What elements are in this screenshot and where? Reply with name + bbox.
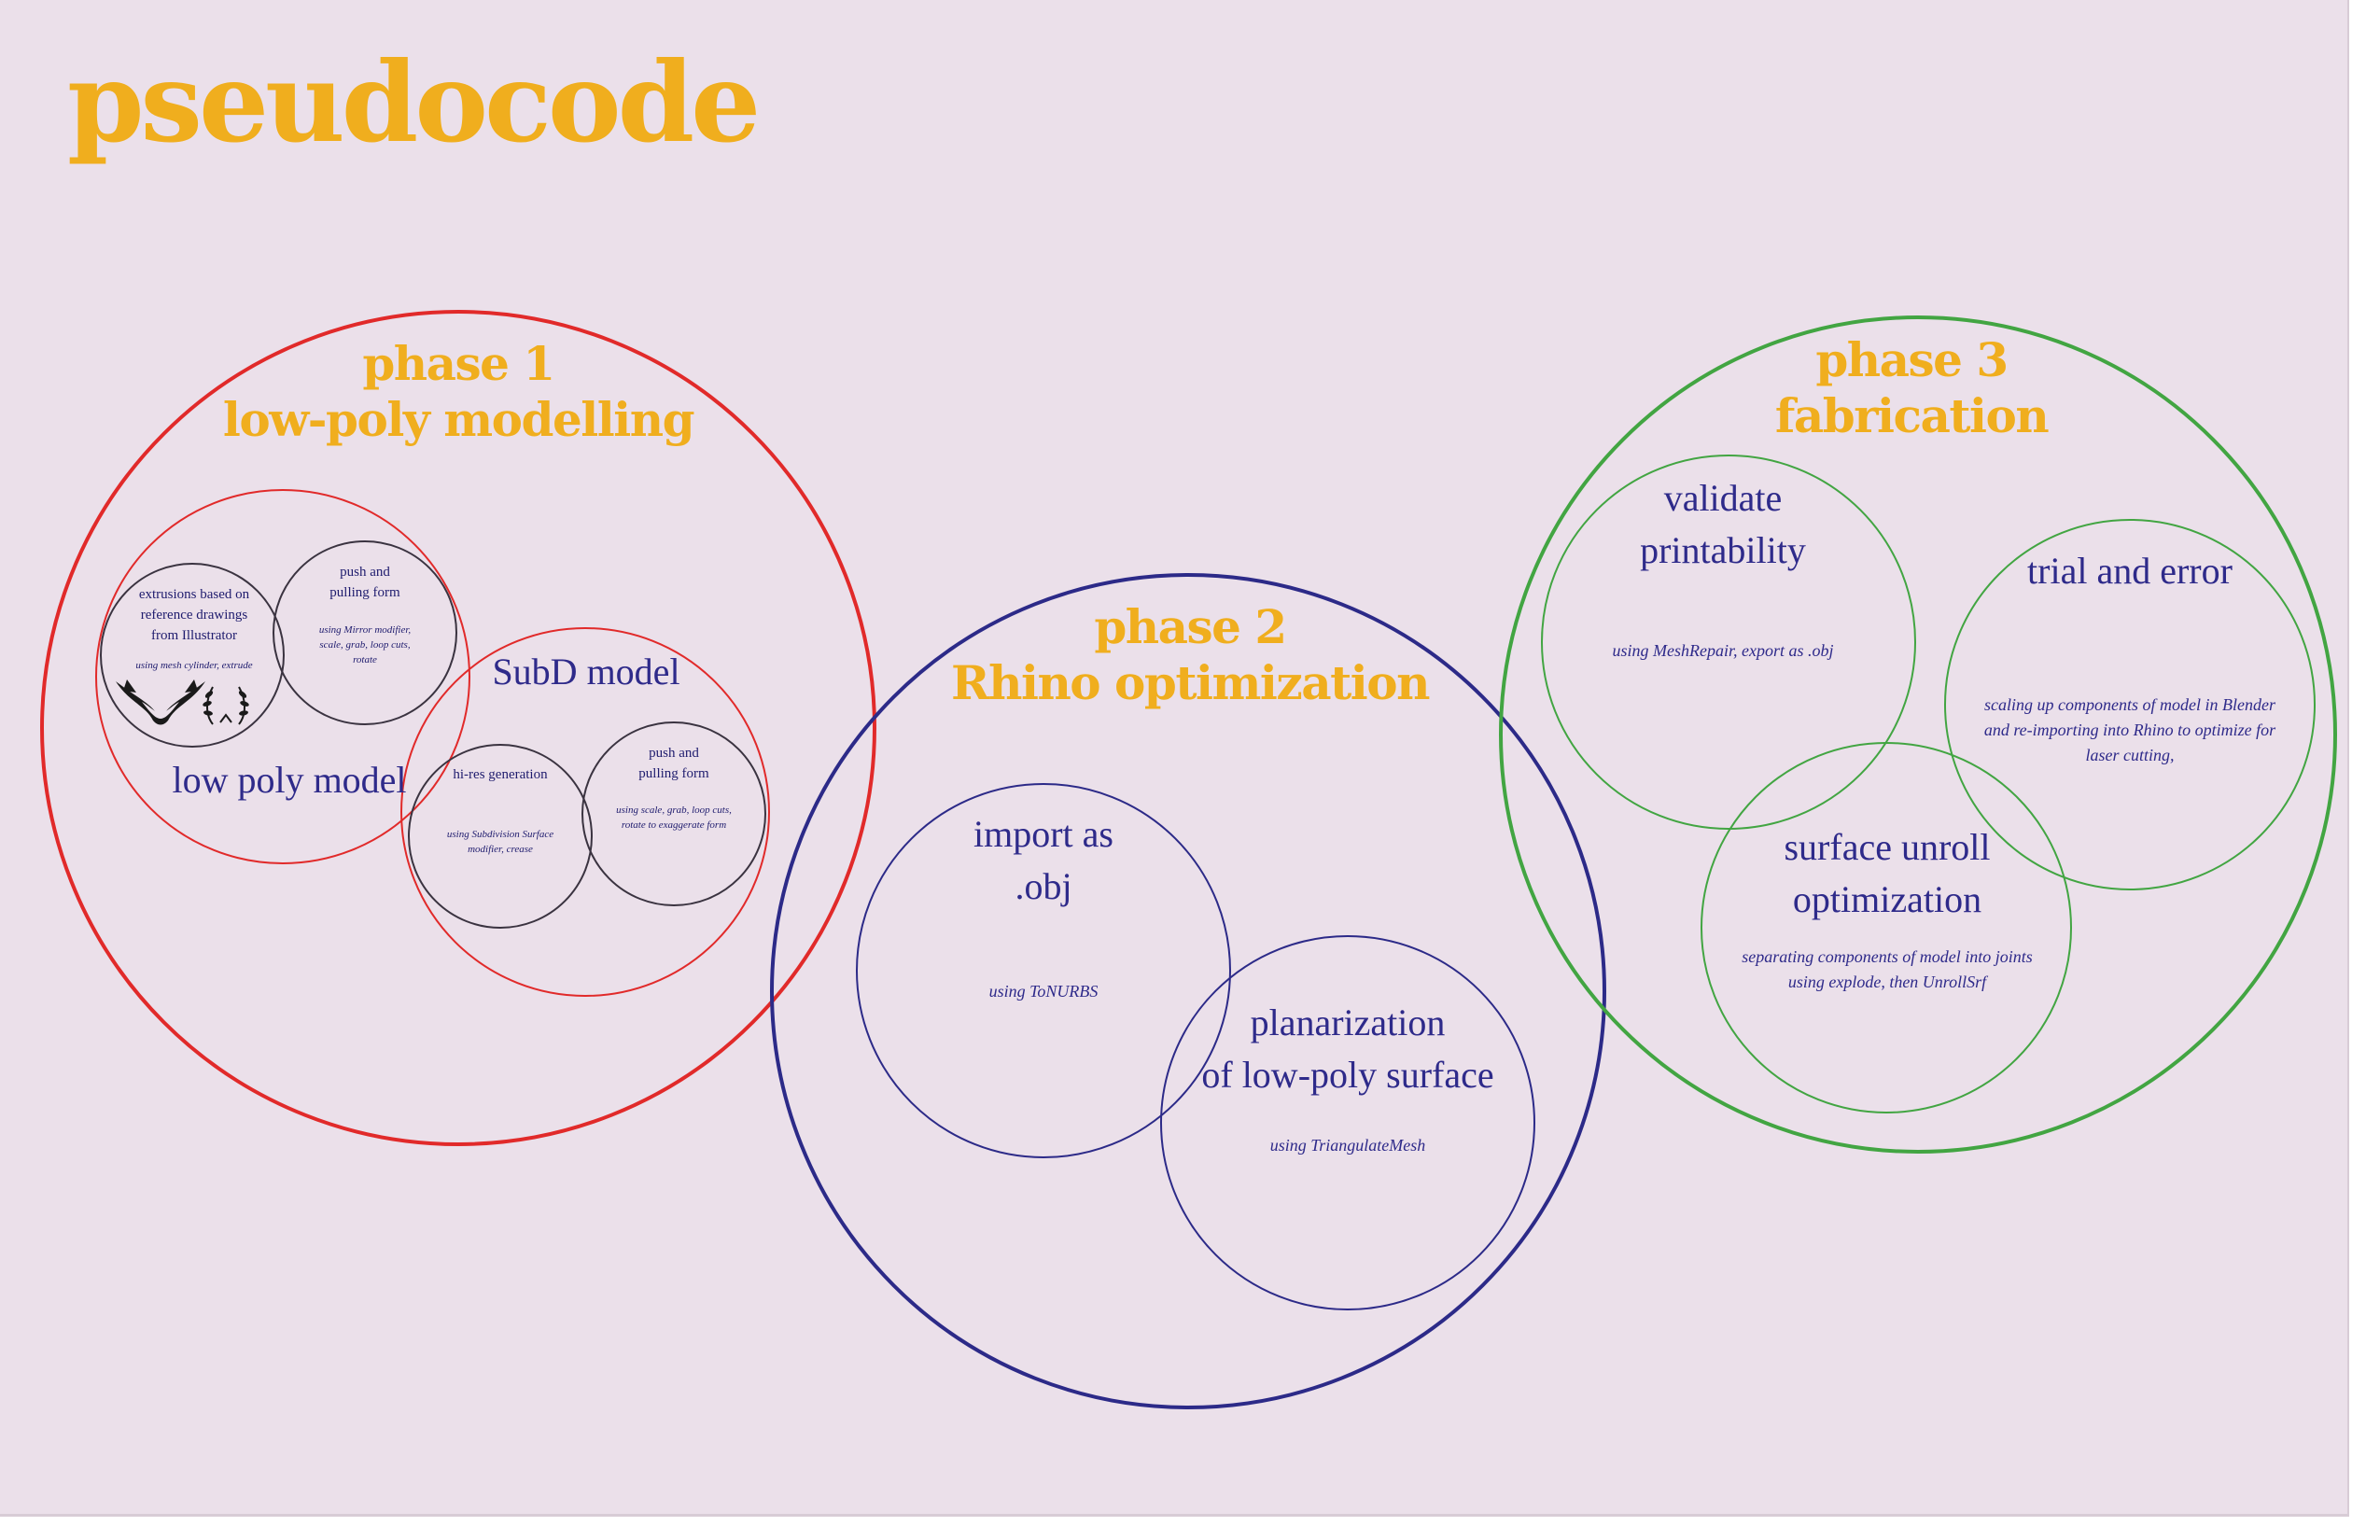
planarization-note: using TriangulateMesh: [1269, 1136, 1426, 1155]
unroll-label-line: surface unroll: [1784, 826, 1991, 868]
trial-note-line: scaling up components of model in Blende…: [1984, 695, 2275, 714]
hires-note-line: modifier, crease: [468, 844, 533, 855]
import-label-line: .obj: [1015, 865, 1072, 907]
push-pull-circle-2: [581, 721, 766, 906]
planarization-label: planarization of low-poly surface: [1161, 997, 1534, 1101]
push-pull-note-line: using Mirror modifier,: [318, 624, 412, 636]
hires-text: hi-res generation: [453, 767, 548, 782]
unroll-label-line: optimization: [1792, 878, 1982, 920]
trial-note-line: and re-importing into Rhino to optimize …: [1983, 721, 2276, 739]
phase2-title-line1: phase 2: [1094, 599, 1287, 654]
phase3-title: phase 3 fabrication: [1631, 332, 2191, 444]
trial-label: trial and error: [2027, 550, 2233, 592]
phase1-title-line2: low-poly modelling: [222, 392, 695, 447]
phase2-title-line2: Rhino optimization: [951, 655, 1430, 710]
unroll-note: separating components of model into join…: [1691, 945, 2083, 995]
phase2-title: phase 2 Rhino optimization: [910, 599, 1470, 711]
phase3-circle: [1499, 315, 2337, 1154]
push-pull-note-2: using scale, grab, loop cuts, rotate to …: [590, 803, 758, 833]
phase3-title-line2: fabrication: [1774, 388, 2050, 443]
extrusions-text-line: extrusions based on: [138, 587, 250, 602]
laurel-wreath-drawing: [203, 686, 249, 725]
low-poly-circle: [95, 489, 470, 864]
validate-label-line: validate: [1663, 477, 1783, 519]
import-circle: [856, 783, 1231, 1158]
push-pull-circle-1: [273, 540, 457, 725]
trial-note-line: laser cutting,: [2085, 746, 2175, 764]
push-pull-note-line: rotate to exaggerate form: [621, 819, 727, 831]
extrusions-text-line: from Illustrator: [150, 628, 238, 643]
import-label-line: import as: [973, 813, 1113, 855]
phase1-title-line1: phase 1: [362, 336, 555, 391]
push-pull-note-line: scale, grab, loop cuts,: [319, 639, 411, 651]
hires-note: using Subdivision Surface modifier, crea…: [426, 827, 575, 857]
validate-circle: [1541, 455, 1916, 830]
trial-note: scaling up components of model in Blende…: [1925, 693, 2335, 768]
unroll-note-line: separating components of model into join…: [1742, 947, 2033, 966]
phase1-circle: [40, 310, 876, 1146]
unroll-label: surface unroll optimization: [1701, 821, 2074, 926]
extrusions-note: using mesh cylinder, extrude: [135, 660, 253, 671]
phase1-title: phase 1 low-poly modelling: [178, 336, 738, 448]
validate-label-line: printability: [1640, 529, 1806, 571]
push-pull-note-1: using Mirror modifier, scale, grab, loop…: [290, 623, 440, 667]
push-pull-text-line: push and: [340, 565, 390, 580]
low-poly-label: low poly model: [172, 759, 407, 801]
subd-label: SubD model: [492, 651, 680, 693]
unroll-note-line: using explode, then UnrollSrf: [1787, 973, 1987, 991]
planarization-label-line: of low-poly surface: [1201, 1054, 1494, 1096]
push-pull-text-line: pulling form: [638, 766, 709, 781]
hires-circle: [408, 744, 593, 929]
planarization-circle: [1160, 935, 1535, 1310]
validate-label: validate printability: [1583, 472, 1863, 577]
planarization-label-line: planarization: [1250, 1001, 1446, 1043]
push-pull-text-2: push and pulling form: [599, 743, 749, 784]
push-pull-text-line: pulling form: [329, 585, 400, 600]
extrusions-circle: [100, 563, 285, 748]
hires-note-line: using Subdivision Surface: [446, 829, 554, 840]
tribal-wings-drawing: [116, 679, 205, 725]
page-title: pseudocode: [67, 37, 761, 167]
trial-circle: [1944, 519, 2316, 890]
phase2-circle: [770, 573, 1606, 1409]
push-pull-text-line: push and: [649, 746, 699, 761]
validate-note: using MeshRepair, export as .obj: [1612, 641, 1834, 660]
phase3-title-line1: phase 3: [1815, 332, 2009, 387]
import-label: import as .obj: [903, 808, 1183, 913]
unroll-circle: [1701, 742, 2072, 1113]
paper-sheet: [0, 0, 2349, 1517]
push-pull-note-line: rotate: [353, 654, 377, 665]
import-note: using ToNURBS: [988, 982, 1099, 1001]
extrusions-text-line: reference drawings: [140, 608, 248, 623]
push-pull-text-1: push and pulling form: [290, 562, 440, 603]
extrusions-text: extrusions based on reference drawings f…: [110, 584, 278, 646]
subd-circle: [400, 627, 770, 997]
push-pull-note-line: using scale, grab, loop cuts,: [616, 805, 732, 816]
